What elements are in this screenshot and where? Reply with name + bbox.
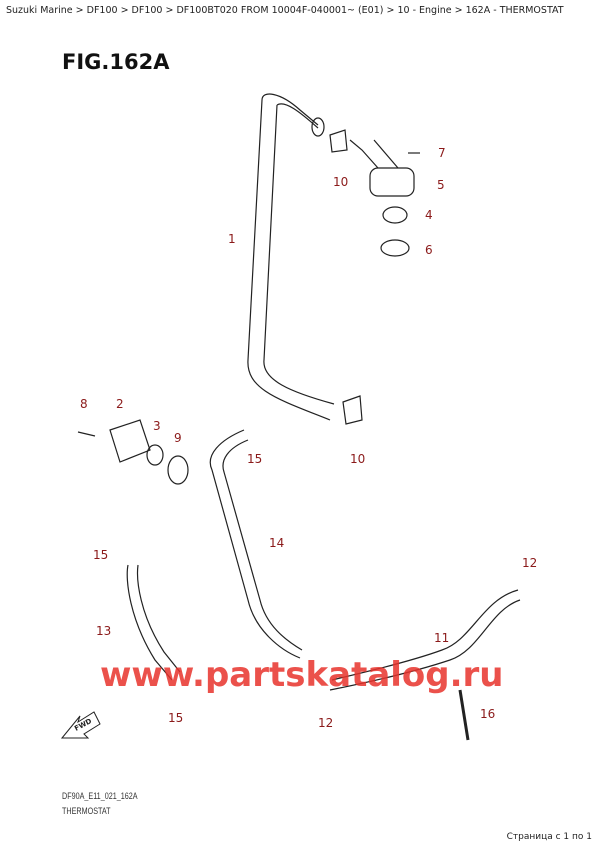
hose-14 bbox=[209, 429, 303, 659]
hose-1 bbox=[247, 93, 335, 421]
hoses bbox=[77, 93, 521, 741]
callout-3: 3 bbox=[153, 419, 161, 433]
callout-12: 12 bbox=[318, 716, 333, 730]
thermostat-4 bbox=[382, 206, 408, 224]
callout-12: 12 bbox=[522, 556, 537, 570]
watermark: www.partskatalog.ru bbox=[100, 655, 504, 695]
callout-2: 2 bbox=[116, 397, 124, 411]
diagram-code: DF90A_E11_021_162A bbox=[62, 791, 138, 801]
callout-11: 11 bbox=[434, 631, 449, 645]
thermostat-cover-5 bbox=[369, 167, 415, 197]
callout-8: 8 bbox=[80, 397, 88, 411]
pager: Страница с 1 по 1 bbox=[506, 832, 592, 842]
callout-9: 9 bbox=[174, 431, 182, 445]
callout-14: 14 bbox=[269, 536, 284, 550]
housing-2 bbox=[109, 419, 151, 463]
cover-outlet bbox=[349, 139, 399, 169]
callout-13: 13 bbox=[96, 624, 111, 638]
bolt-8 bbox=[77, 431, 96, 437]
callout-16: 16 bbox=[480, 707, 495, 721]
gasket-6 bbox=[380, 239, 410, 257]
hose-1-end bbox=[311, 117, 325, 137]
part-3 bbox=[146, 444, 164, 466]
hose-11 bbox=[329, 589, 521, 691]
callout-6: 6 bbox=[425, 243, 433, 257]
callout-15: 15 bbox=[247, 452, 262, 466]
callout-10: 10 bbox=[333, 175, 348, 189]
clip-16 bbox=[458, 689, 470, 741]
breadcrumb[interactable]: Suzuki Marine > DF100 > DF100 > DF100BT0… bbox=[6, 5, 564, 16]
callouts: 1 2 3 4 5 6 7 8 9 10 10 11 12 12 13 14 1… bbox=[80, 146, 537, 730]
figure-title: FIG.162A bbox=[62, 50, 170, 74]
callout-5: 5 bbox=[437, 178, 445, 192]
callout-7: 7 bbox=[438, 146, 446, 160]
fwd-arrow-icon: FWD bbox=[60, 711, 101, 739]
clamp-10 bbox=[342, 395, 363, 425]
hose-13 bbox=[126, 564, 181, 681]
callout-1: 1 bbox=[228, 232, 236, 246]
diagram-name: THERMOSTAT bbox=[62, 806, 111, 816]
callout-15: 15 bbox=[168, 711, 183, 725]
callout-10: 10 bbox=[350, 452, 365, 466]
clamp-10b bbox=[329, 129, 348, 153]
oring-9 bbox=[167, 455, 189, 485]
callout-15: 15 bbox=[93, 548, 108, 562]
callout-4: 4 bbox=[425, 208, 433, 222]
